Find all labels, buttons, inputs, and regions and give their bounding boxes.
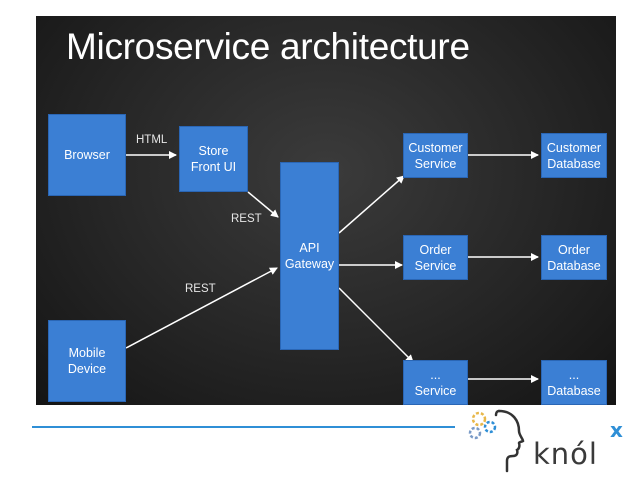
edge-label-rest-mobile: REST — [185, 283, 216, 295]
node-customer-service-label: Customer Service — [408, 140, 463, 171]
knolx-logo-icon — [468, 409, 525, 473]
arrow-gateway-to-customer — [338, 175, 405, 234]
node-other-database-label: ... Database — [547, 367, 601, 398]
node-api-gateway-label: API Gateway — [284, 241, 335, 271]
node-order-service-label: Order Service — [414, 242, 457, 273]
node-order-database: Order Database — [541, 235, 607, 280]
node-mobile-device-label: Mobile Device — [67, 346, 107, 376]
node-other-service: ... Service — [403, 360, 468, 405]
logo-superscript: x — [610, 418, 623, 442]
arrow-gateway-to-other — [338, 287, 414, 363]
node-customer-service: Customer Service — [403, 133, 468, 178]
node-browser: Browser — [48, 114, 126, 196]
slide: Microservice architecture Browser Store … — [36, 16, 616, 405]
node-api-gateway: API Gateway — [280, 162, 339, 350]
edge-label-html: HTML — [136, 134, 168, 146]
node-customer-database: Customer Database — [541, 133, 607, 178]
logo-wordmark: knól — [533, 437, 598, 471]
node-browser-label: Browser — [64, 148, 110, 162]
arrow-mobile-to-gateway — [125, 267, 278, 349]
node-customer-database-label: Customer Database — [546, 140, 602, 171]
node-order-service: Order Service — [403, 235, 468, 280]
node-store-front-ui: Store Front UI — [179, 126, 248, 192]
node-other-database: ... Database — [541, 360, 607, 405]
footer-divider — [32, 426, 455, 428]
node-store-front-ui-label: Store Front UI — [190, 144, 237, 174]
node-order-database-label: Order Database — [547, 242, 601, 273]
node-mobile-device: Mobile Device — [48, 320, 126, 402]
slide-title: Microservice architecture — [66, 26, 470, 67]
node-other-service-label: ... Service — [414, 367, 457, 398]
diagram-connectors — [125, 151, 539, 383]
arrow-store-to-gateway — [247, 191, 279, 218]
edge-label-rest-store: REST — [231, 213, 262, 225]
